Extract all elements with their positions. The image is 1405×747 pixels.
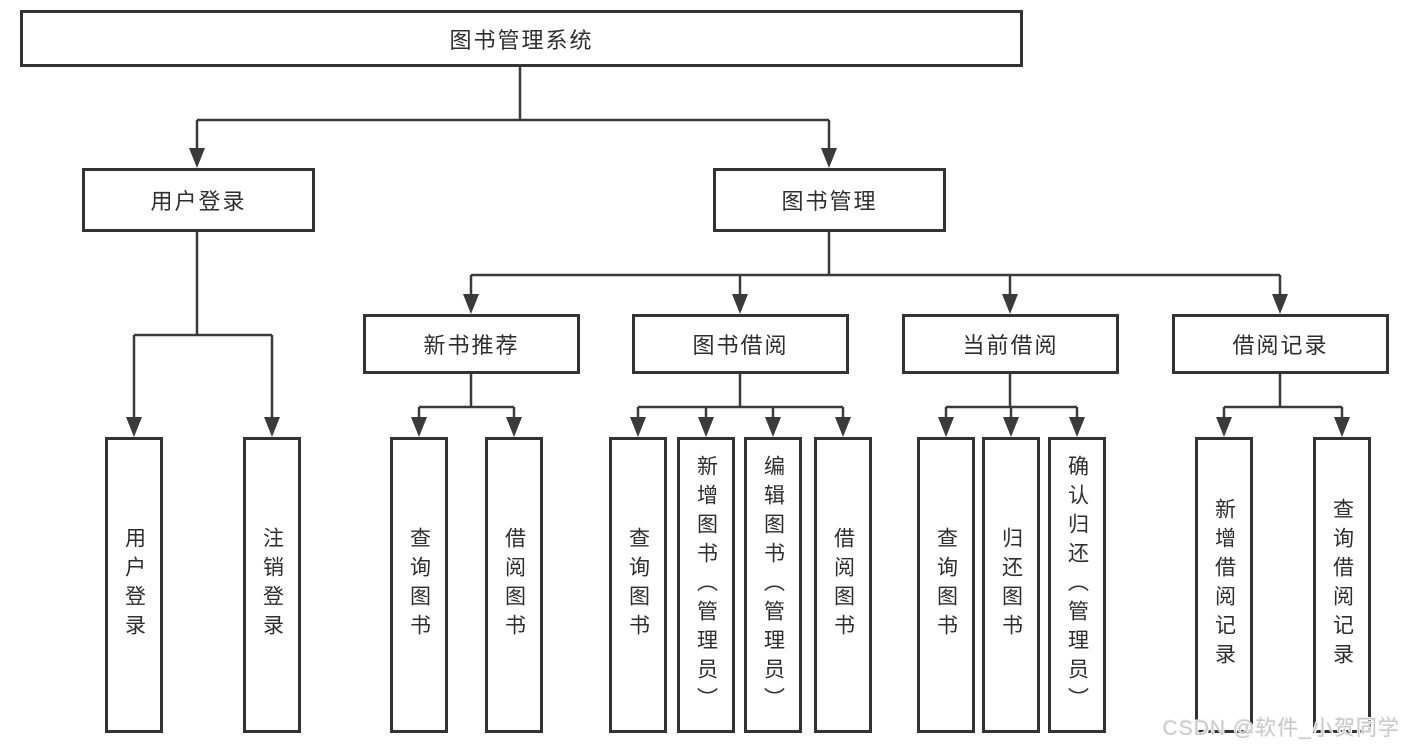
leaf-query-books-current: 查询图书 xyxy=(917,437,975,733)
connector-book-management-children xyxy=(469,232,1282,296)
leaf-confirm-return-admin: 确认归还（管理员） xyxy=(1048,437,1106,733)
node-book-borrowing: 图书借阅 xyxy=(632,314,849,374)
connector-borrowing-records-children xyxy=(1222,374,1344,419)
connector-user-login-children xyxy=(132,232,274,419)
node-user-login: 用户登录 xyxy=(82,168,315,232)
leaf-query-books-recommendation: 查询图书 xyxy=(390,437,448,733)
leaf-user-login: 用户登录 xyxy=(105,437,163,733)
node-borrowing-records: 借阅记录 xyxy=(1172,314,1389,374)
leaf-query-borrow-record: 查询借阅记录 xyxy=(1313,437,1371,733)
arrowheads-current-borrowing-children xyxy=(938,417,1085,437)
connector-book-borrowing-children xyxy=(636,374,845,419)
arrowheads-borrowing-records-children xyxy=(1216,417,1350,437)
csdn-watermark: CSDN @软件_小贺同学 xyxy=(1162,717,1400,740)
leaf-edit-book-admin: 编辑图书（管理员） xyxy=(744,437,802,733)
arrowheads-new-book-children xyxy=(411,417,522,437)
arrowheads-book-borrowing-children xyxy=(630,417,851,437)
arrowheads-level2 xyxy=(189,148,837,168)
leaf-return-books: 归还图书 xyxy=(982,437,1040,733)
leaf-borrow-books-recommendation: 借阅图书 xyxy=(485,437,543,733)
node-library-management-system: 图书管理系统 xyxy=(20,10,1023,67)
connector-new-book-children xyxy=(417,374,516,419)
arrowheads-user-login-children xyxy=(126,417,280,437)
node-new-book-recommendation: 新书推荐 xyxy=(363,314,580,374)
leaf-borrow-books-borrowing: 借阅图书 xyxy=(814,437,872,733)
node-current-borrowing: 当前借阅 xyxy=(902,314,1119,374)
leaf-query-books-borrowing: 查询图书 xyxy=(609,437,667,733)
leaf-add-borrow-record: 新增借阅记录 xyxy=(1195,437,1253,733)
node-book-management: 图书管理 xyxy=(713,168,946,232)
connector-root-to-level2 xyxy=(195,67,831,150)
leaf-logout: 注销登录 xyxy=(243,437,301,733)
connector-current-borrowing-children xyxy=(944,374,1079,419)
leaf-add-book-admin: 新增图书（管理员） xyxy=(677,437,735,733)
arrowheads-level3 xyxy=(463,294,1288,314)
